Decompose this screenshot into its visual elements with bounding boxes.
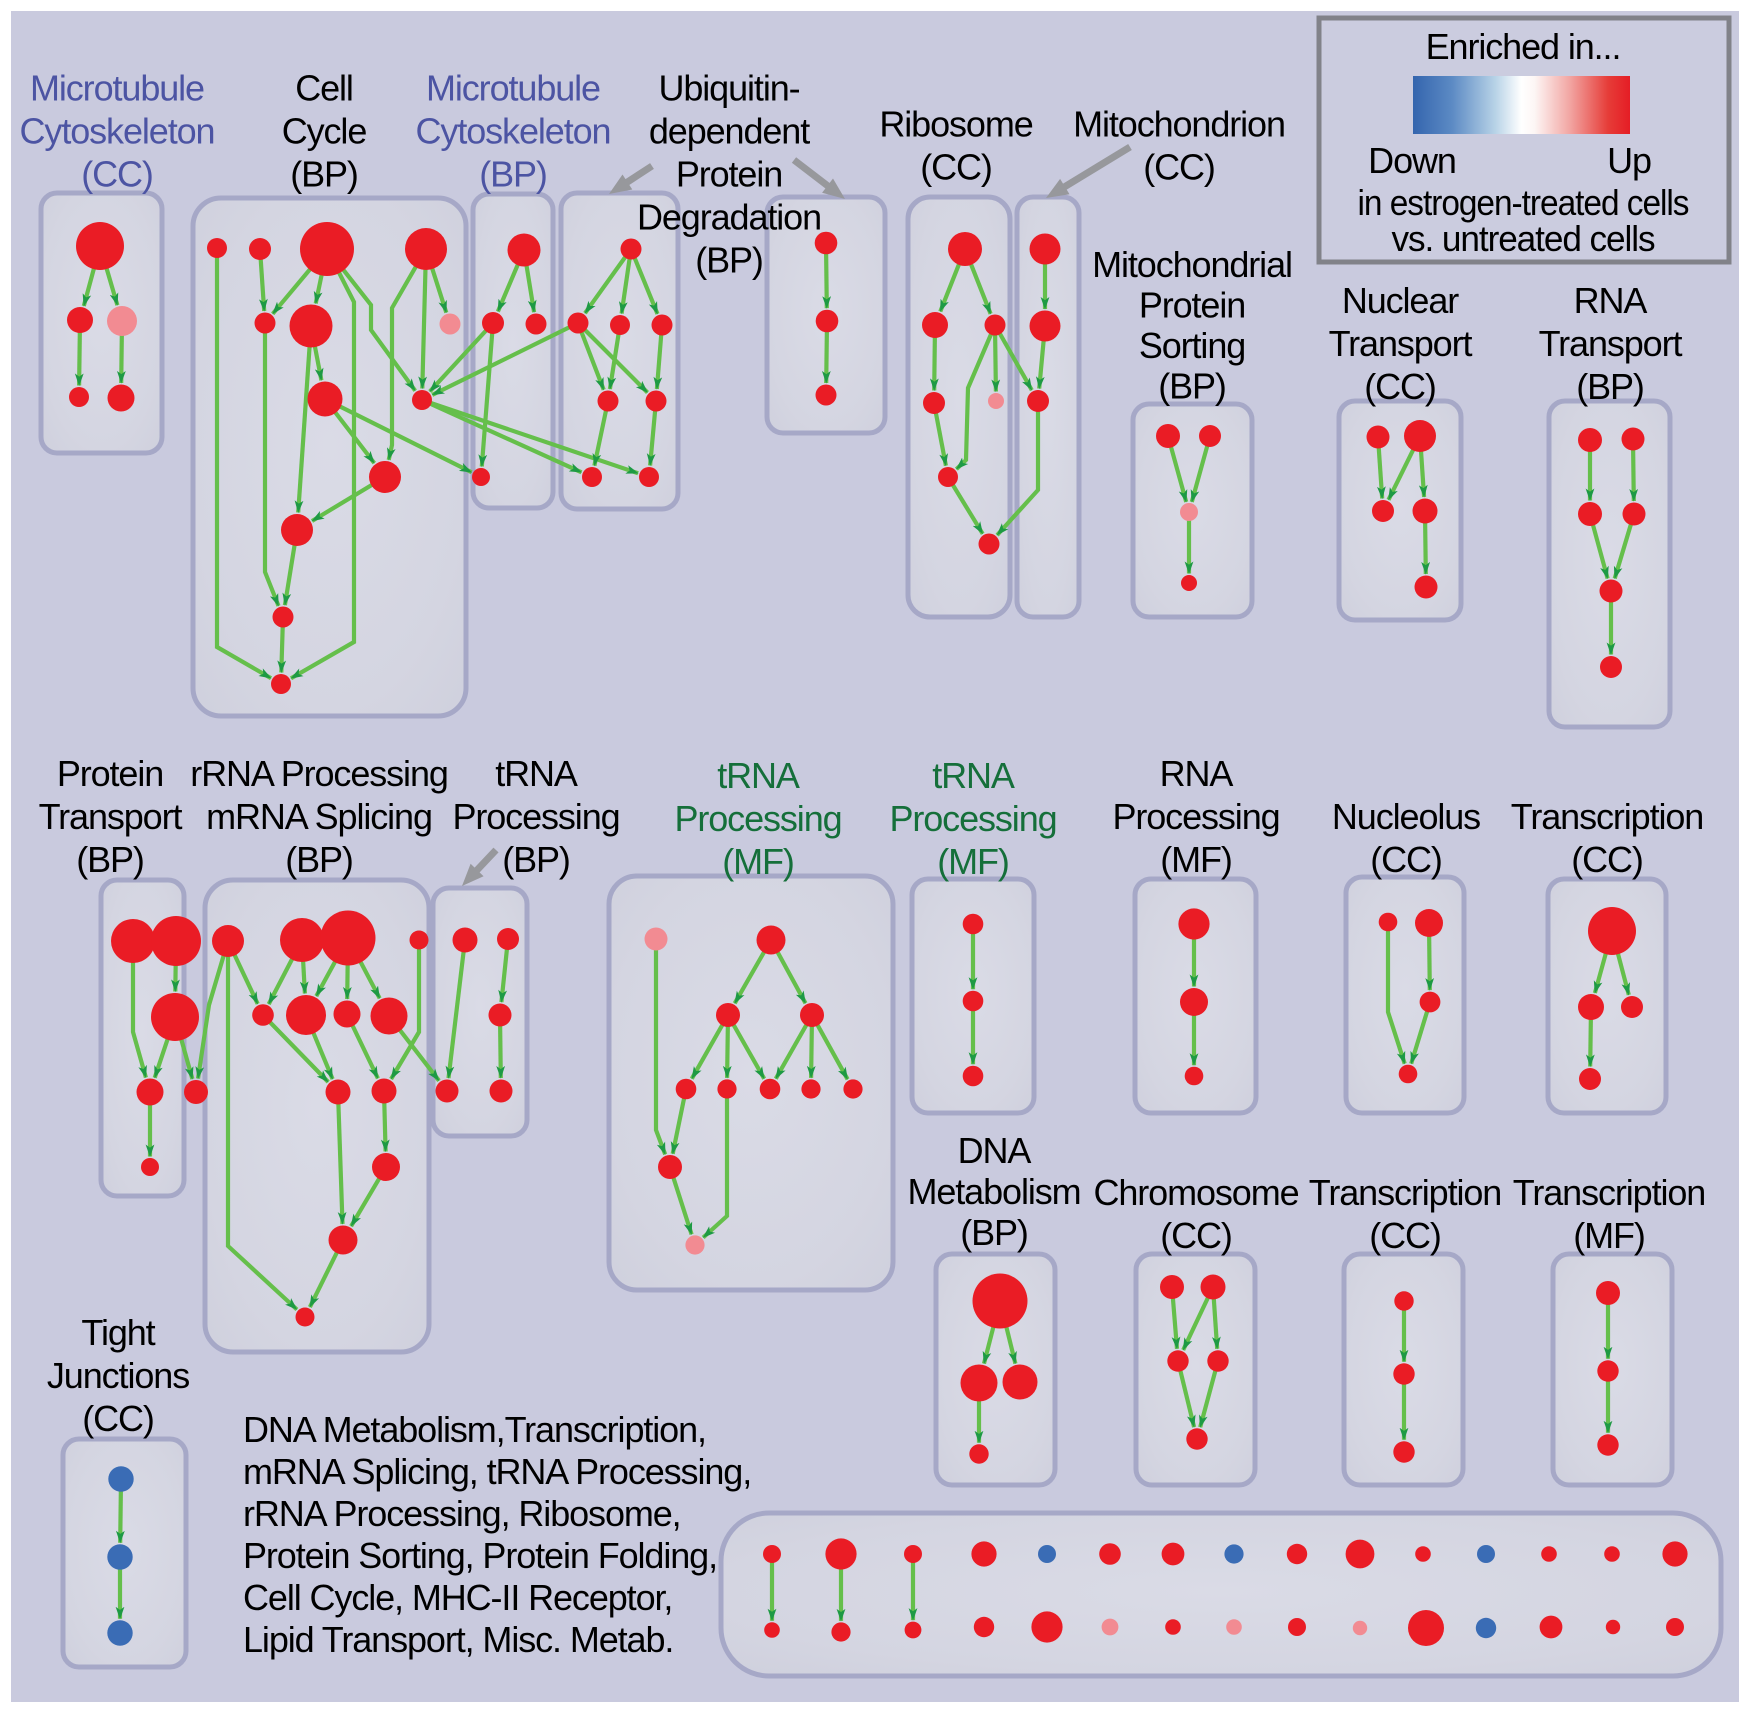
svg-text:Cell: Cell (295, 68, 353, 109)
svg-text:Processing: Processing (1112, 796, 1279, 837)
svg-text:Microtubule: Microtubule (30, 68, 204, 109)
svg-text:Down: Down (1368, 140, 1456, 181)
svg-text:Protein: Protein (1139, 285, 1245, 326)
svg-text:Cell Cycle, MHC-II Receptor,: Cell Cycle, MHC-II Receptor, (243, 1577, 672, 1618)
svg-text:Degradation: Degradation (637, 197, 821, 238)
svg-text:tRNA: tRNA (932, 755, 1015, 796)
svg-text:(MF): (MF) (722, 841, 794, 882)
svg-text:Ubiquitin-: Ubiquitin- (658, 68, 799, 109)
svg-text:Protein: Protein (676, 154, 782, 195)
svg-text:(CC): (CC) (920, 147, 992, 188)
svg-text:Mitochondrion: Mitochondrion (1073, 104, 1285, 145)
svg-text:Processing: Processing (889, 798, 1056, 839)
svg-text:Protein: Protein (57, 753, 163, 794)
svg-text:(CC): (CC) (81, 154, 153, 195)
svg-text:(BP): (BP) (960, 1212, 1028, 1253)
svg-text:Cycle: Cycle (282, 111, 367, 152)
svg-text:(BP): (BP) (76, 839, 144, 880)
svg-text:(MF): (MF) (1573, 1215, 1645, 1256)
svg-text:in estrogen-treated cells: in estrogen-treated cells (1358, 182, 1689, 223)
svg-text:mRNA Splicing, tRNA Processing: mRNA Splicing, tRNA Processing, (243, 1451, 751, 1492)
svg-text:(CC): (CC) (1571, 839, 1643, 880)
svg-text:Metabolism: Metabolism (907, 1171, 1080, 1212)
svg-text:Protein Sorting, Protein Foldi: Protein Sorting, Protein Folding, (243, 1535, 717, 1576)
svg-text:Nucleolus: Nucleolus (1332, 796, 1480, 837)
svg-text:DNA: DNA (958, 1130, 1032, 1171)
svg-text:(BP): (BP) (1576, 366, 1644, 407)
svg-text:(BP): (BP) (285, 839, 353, 880)
svg-text:(CC): (CC) (82, 1398, 154, 1439)
svg-text:Processing: Processing (452, 796, 619, 837)
svg-text:RNA: RNA (1574, 280, 1648, 321)
svg-text:(MF): (MF) (1160, 839, 1232, 880)
svg-text:Ribosome: Ribosome (879, 104, 1032, 145)
svg-text:(CC): (CC) (1369, 1215, 1441, 1256)
svg-text:(BP): (BP) (479, 154, 547, 195)
svg-text:Mitochondrial: Mitochondrial (1092, 244, 1292, 285)
svg-text:rRNA Processing, Ribosome,: rRNA Processing, Ribosome, (243, 1493, 681, 1534)
svg-text:(CC): (CC) (1160, 1215, 1232, 1256)
svg-text:Chromosome: Chromosome (1093, 1172, 1298, 1213)
svg-text:dependent: dependent (649, 111, 810, 152)
svg-text:(BP): (BP) (1158, 366, 1226, 407)
svg-text:(CC): (CC) (1364, 366, 1436, 407)
svg-text:tRNA: tRNA (717, 755, 800, 796)
svg-text:Transcription: Transcription (1513, 1172, 1705, 1213)
svg-text:Up: Up (1607, 140, 1651, 181)
svg-text:Cytoskeleton: Cytoskeleton (20, 111, 215, 152)
svg-text:Transport: Transport (39, 796, 183, 837)
svg-text:Transport: Transport (1539, 323, 1683, 364)
svg-text:(CC): (CC) (1370, 839, 1442, 880)
svg-text:Cytoskeleton: Cytoskeleton (416, 111, 611, 152)
svg-text:Tight: Tight (81, 1312, 155, 1353)
svg-text:tRNA: tRNA (495, 753, 578, 794)
svg-text:(BP): (BP) (695, 240, 763, 281)
svg-text:DNA Metabolism,Transcription,: DNA Metabolism,Transcription, (243, 1409, 706, 1450)
svg-text:Processing: Processing (674, 798, 841, 839)
svg-text:Lipid Transport, Misc. Metab.: Lipid Transport, Misc. Metab. (243, 1619, 673, 1660)
svg-text:(BP): (BP) (502, 839, 570, 880)
svg-text:rRNA Processing: rRNA Processing (190, 753, 448, 794)
svg-text:Transcription: Transcription (1309, 1172, 1501, 1213)
svg-text:(MF): (MF) (937, 841, 1009, 882)
svg-text:mRNA Splicing: mRNA Splicing (206, 796, 432, 837)
svg-text:Microtubule: Microtubule (426, 68, 600, 109)
svg-text:Nuclear: Nuclear (1342, 280, 1459, 321)
svg-text:(CC): (CC) (1143, 147, 1215, 188)
svg-text:Enriched in...: Enriched in... (1426, 26, 1621, 67)
svg-text:RNA: RNA (1160, 753, 1234, 794)
svg-text:Junctions: Junctions (47, 1355, 189, 1396)
svg-text:(BP): (BP) (290, 154, 358, 195)
svg-text:Sorting: Sorting (1139, 325, 1245, 366)
svg-text:Transport: Transport (1329, 323, 1473, 364)
svg-text:Transcription: Transcription (1511, 796, 1703, 837)
svg-text:vs. untreated cells: vs. untreated cells (1392, 218, 1655, 259)
